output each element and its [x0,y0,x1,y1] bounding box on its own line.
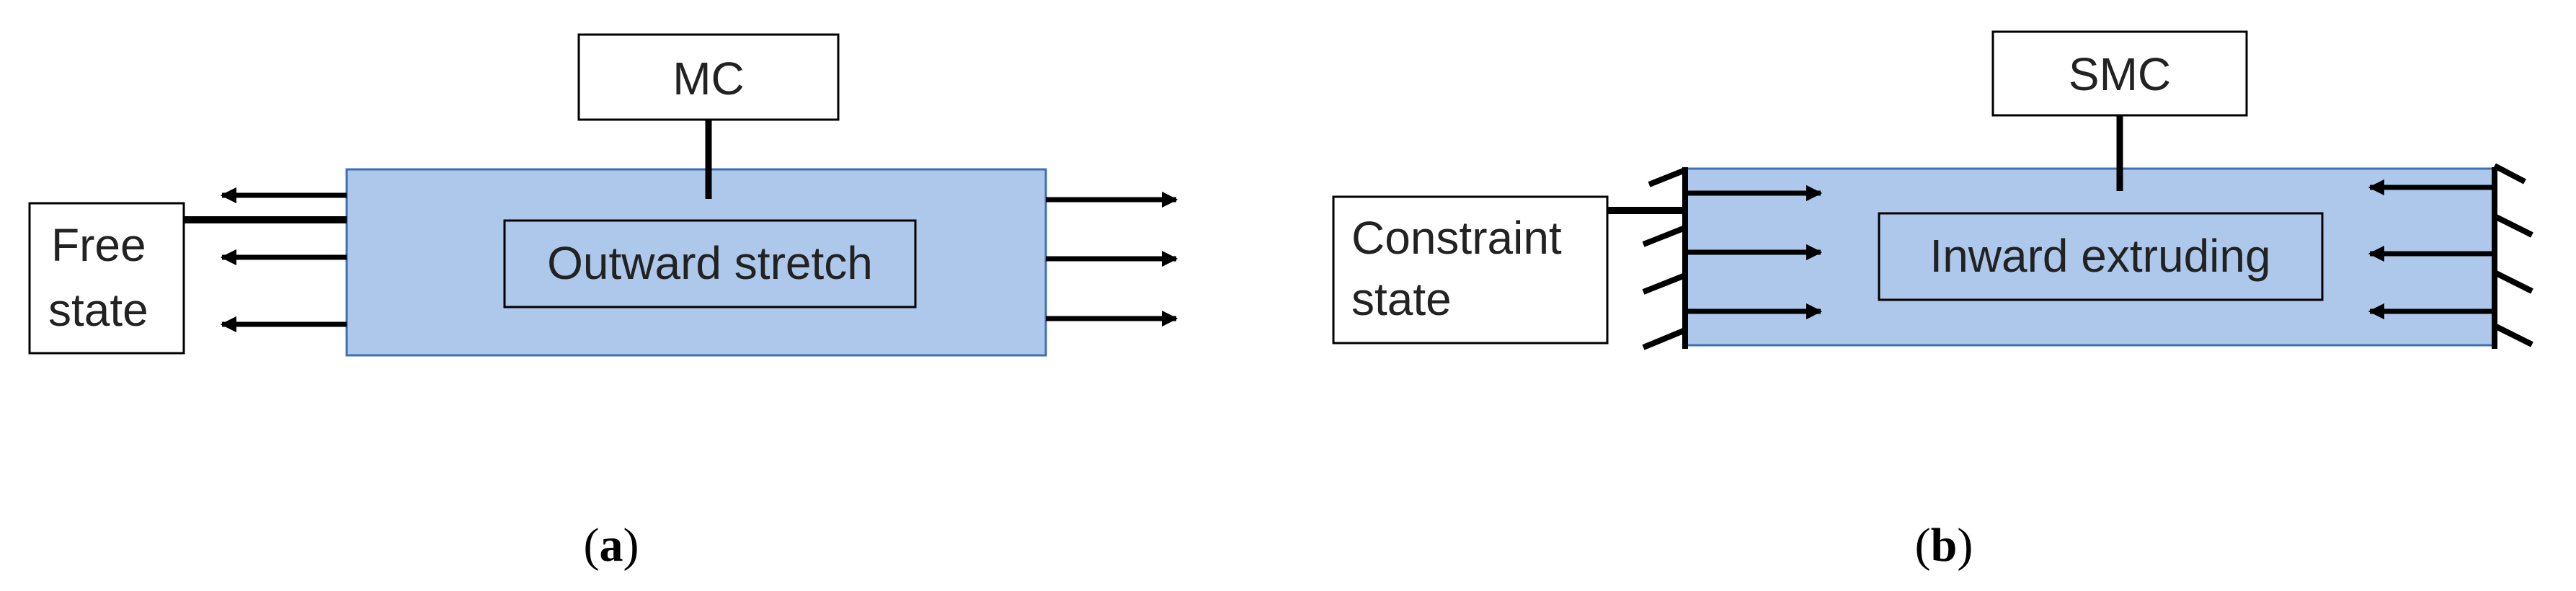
panel-b-side-label-line1: Constraint [1351,212,1562,264]
panel-b-caption-letter: b [1931,519,1958,572]
panel-a-side-label-line1: Free [51,219,146,271]
panel-a-inner-label: Outward stretch [547,237,873,289]
panel-a-side-box [28,202,185,355]
panel-b-caption: (b) [1915,519,1973,572]
panel-b-inner-label: Inward extruding [1929,230,2270,282]
panel-b-right-hatch [2493,163,2533,347]
panel-a-caption: (a) [584,519,639,572]
panel-a: MC Outward stretch Free state (a) [28,33,1178,572]
panel-b-side-label-line2: state [1351,273,1452,325]
panel-a-side-label-line2: state [48,284,148,336]
panel-b-inner-box [1878,212,2324,301]
panel-b-left-hatch [1642,167,1687,350]
panel-b-top-label: SMC [2069,48,2171,100]
panel-a-top-box [577,33,840,121]
panel-b-side-box [1332,195,1609,345]
panel-a-top-label: MC [672,53,745,105]
panel-a-caption-letter: a [600,519,623,572]
panel-a-inner-box [503,219,917,308]
panel-b-top-box [1991,30,2248,117]
panel-b: SMC Inward extruding Constraint state (b… [1332,30,2533,572]
